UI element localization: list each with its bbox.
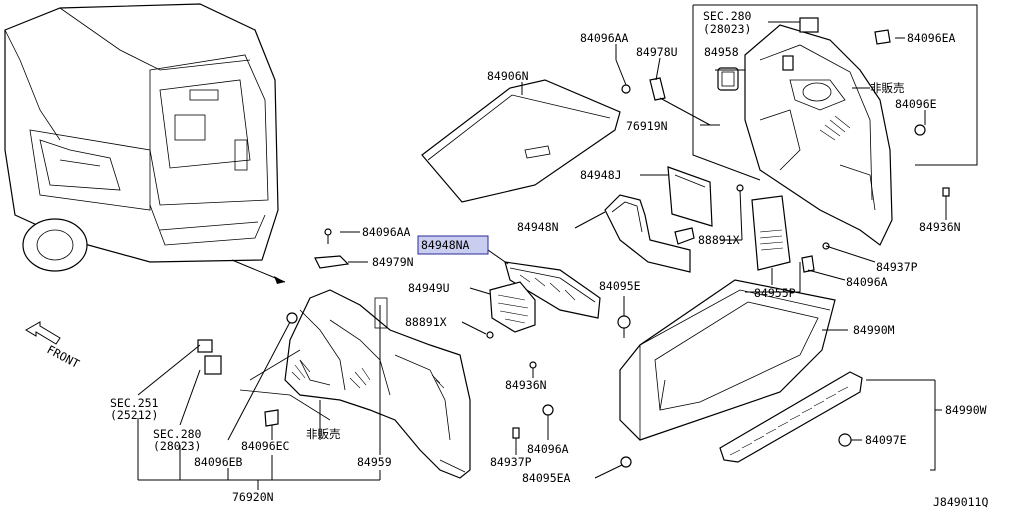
label-84990W[interactable]: 84990W — [945, 403, 987, 417]
direction-arrow — [231, 259, 286, 284]
label-88891X-left[interactable]: 88891X — [405, 315, 447, 329]
label-84948J[interactable]: 84948J — [580, 168, 622, 182]
left-small-parts — [197, 228, 350, 427]
label-84096EA[interactable]: 84096EA — [907, 31, 956, 45]
tonneau-board — [421, 79, 621, 203]
label-84906N[interactable]: 84906N — [487, 69, 529, 83]
label-sec280-left[interactable]: SEC.280 — [153, 427, 202, 441]
figure-id: J849011Q — [933, 495, 988, 509]
leader-lines — [137, 21, 947, 490]
center-small-trim — [486, 261, 632, 468]
label-84095EA[interactable]: 84095EA — [522, 471, 571, 485]
label-84949U[interactable]: 84949U — [408, 281, 450, 295]
label-76919N[interactable]: 76919N — [626, 119, 668, 133]
label-84096E[interactable]: 84096E — [895, 97, 937, 111]
left-side-trim — [239, 289, 471, 479]
label-hanbai-right: 非販売 — [870, 81, 905, 95]
label-84096EB[interactable]: 84096EB — [194, 455, 243, 469]
label-88891X-right[interactable]: 88891X — [698, 233, 740, 247]
rear-sill-plate — [719, 371, 863, 463]
label-84096AA-mid[interactable]: 84096AA — [362, 225, 411, 239]
label-84095E[interactable]: 84095E — [599, 279, 641, 293]
front-label: FRONT — [45, 342, 82, 371]
label-84936N-right[interactable]: 84936N — [919, 220, 961, 234]
label-84948NA[interactable]: 84948NA — [421, 238, 470, 252]
label-84958[interactable]: 84958 — [704, 45, 739, 59]
label-76920N[interactable]: 76920N — [232, 490, 274, 504]
label-84937P-mid[interactable]: 84937P — [490, 455, 532, 469]
label-sec280-right-sub[interactable]: (28023) — [703, 22, 751, 36]
label-sec251[interactable]: SEC.251 — [110, 396, 159, 410]
vehicle-illustration — [4, 3, 279, 272]
right-side-trim — [621, 17, 950, 273]
label-84936N-mid[interactable]: 84936N — [505, 378, 547, 392]
label-84096EC[interactable]: 84096EC — [241, 439, 290, 453]
label-84979N[interactable]: 84979N — [372, 255, 414, 269]
right-group-frame — [692, 4, 978, 181]
label-84096A-mid[interactable]: 84096A — [527, 442, 569, 456]
label-84948N[interactable]: 84948N — [517, 220, 559, 234]
front-indicator: FRONT — [25, 321, 82, 371]
label-84955P[interactable]: 84955P — [754, 286, 796, 300]
label-sec280-right[interactable]: SEC.280 — [703, 9, 752, 23]
label-sec251-sub[interactable]: (25212) — [110, 408, 158, 422]
label-84990M[interactable]: 84990M — [853, 323, 895, 337]
label-84978U[interactable]: 84978U — [636, 45, 678, 59]
highlight-box-84948NA — [417, 235, 489, 255]
label-84959[interactable]: 84959 — [357, 455, 392, 469]
label-84937P-right[interactable]: 84937P — [876, 260, 918, 274]
label-84097E[interactable]: 84097E — [865, 433, 907, 447]
label-sec280-left-sub[interactable]: (28023) — [153, 439, 201, 453]
label-hanbai-left: 非販売 — [306, 427, 341, 441]
label-84096AA-top[interactable]: 84096AA — [580, 31, 629, 45]
part-labels: 84906N 84096AA 84978U 84958 76919N SEC.2… — [110, 9, 988, 509]
label-84096A-right[interactable]: 84096A — [846, 275, 888, 289]
sill-plate-group — [604, 166, 713, 273]
cargo-box — [619, 279, 836, 441]
